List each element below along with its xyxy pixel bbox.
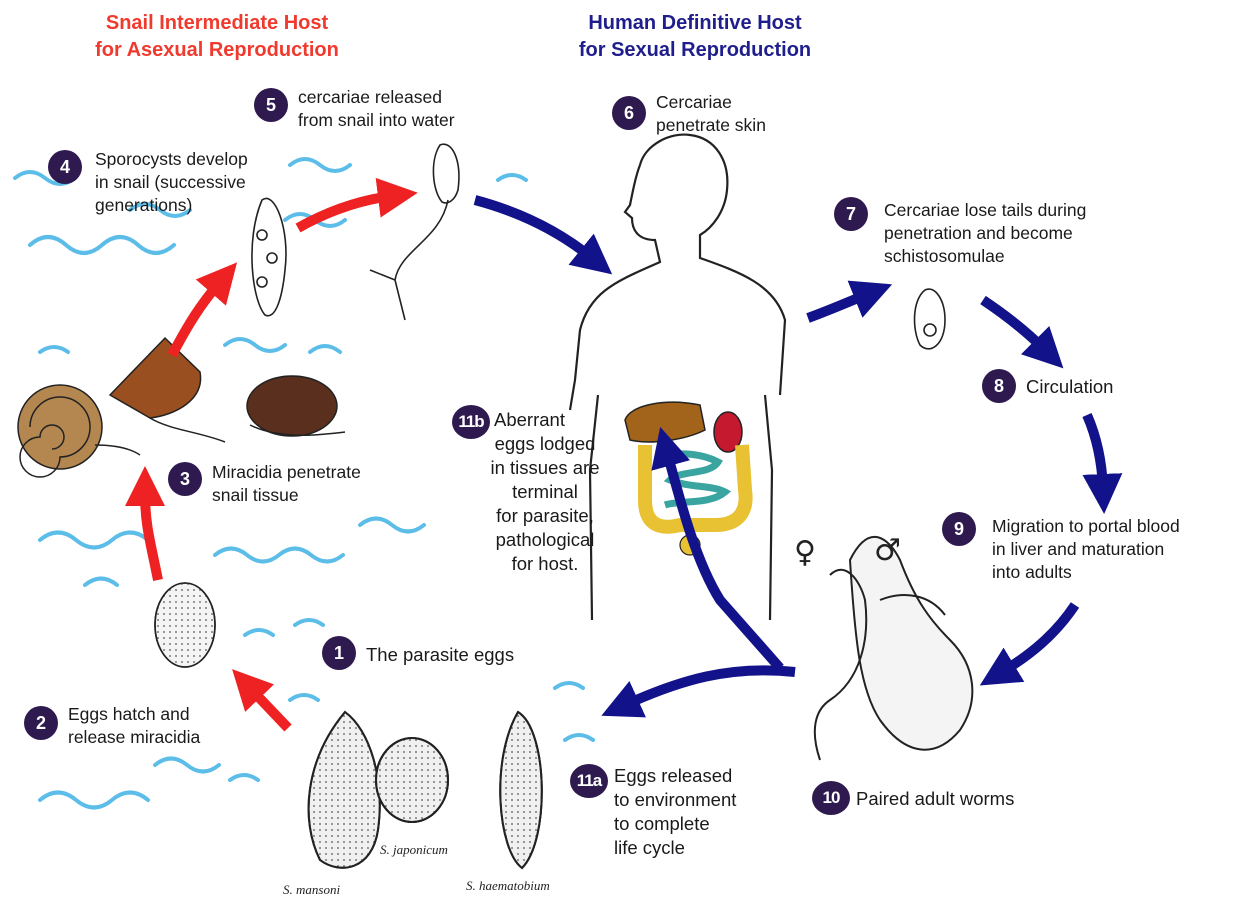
step-9-line: Migration to portal blood (992, 515, 1180, 538)
step-badge-8: 8 (982, 369, 1016, 403)
step-7-line: schistosomulae (884, 245, 1086, 268)
step-11a-line: life cycle (614, 836, 736, 860)
step-11b-line: terminal (470, 480, 620, 504)
species-label-japonicum: S. japonicum (380, 842, 448, 858)
human-host-header: Human Definitive Host for Sexual Reprodu… (530, 10, 860, 64)
step-3-line: Miracidia penetrate (212, 461, 361, 484)
step-6-line: Cercariae (656, 91, 766, 114)
step-label-10: Paired adult worms (856, 787, 1014, 811)
step-badge-11a: 11a (570, 764, 608, 798)
step-label-8: Circulation (1026, 375, 1113, 399)
step-label-7: Cercariae lose tails during penetration … (884, 199, 1086, 268)
step-2-line: release miracidia (68, 726, 200, 749)
step-10-line: Paired adult worms (856, 787, 1014, 811)
step-badge-9: 9 (942, 512, 976, 546)
step-4-line: Sporocysts develop (95, 148, 248, 171)
step-label-1: The parasite eggs (366, 643, 514, 667)
step-badge-2: 2 (24, 706, 58, 740)
step-label-3: Miracidia penetrate snail tissue (212, 461, 361, 507)
step-8-line: Circulation (1026, 375, 1113, 399)
step-badge-5: 5 (254, 88, 288, 122)
species-label-haematobium: S. haematobium (466, 878, 550, 894)
step-badge-1: 1 (322, 636, 356, 670)
species-label-mansoni: S. mansoni (283, 882, 340, 898)
step-11b-line: for host. (470, 552, 620, 576)
step-7-line: Cercariae lose tails during (884, 199, 1086, 222)
step-2-line: Eggs hatch and (68, 703, 200, 726)
step-badge-7: 7 (834, 197, 868, 231)
step-9-line: into adults (992, 561, 1180, 584)
step-11b-line: pathological (470, 528, 620, 552)
step-5-line: cercariae released (298, 86, 455, 109)
step-6-line: penetrate skin (656, 114, 766, 137)
step-label-9: Migration to portal blood in liver and m… (992, 515, 1180, 584)
snail-header-line2: for Asexual Reproduction (52, 37, 382, 64)
step-11b-line: eggs lodged (470, 432, 620, 456)
male-symbol-icon: ♂ (874, 533, 901, 568)
step-5-line: from snail into water (298, 109, 455, 132)
step-label-4: Sporocysts develop in snail (successive … (95, 148, 248, 217)
step-1-line: The parasite eggs (366, 643, 514, 667)
step-label-6: Cercariae penetrate skin (656, 91, 766, 137)
step-4-line: generations) (95, 194, 248, 217)
adult-worms-illustration (815, 537, 973, 760)
step-11b-line: Aberrant (470, 408, 620, 432)
step-badge-3: 3 (168, 462, 202, 496)
female-symbol-icon: ♀ (794, 535, 816, 570)
step-badge-10: 10 (812, 781, 850, 815)
step-3-line: snail tissue (212, 484, 361, 507)
snail-host-header: Snail Intermediate Host for Asexual Repr… (52, 10, 382, 64)
step-4-line: in snail (successive (95, 171, 248, 194)
step-11b-line: for parasite, (470, 504, 620, 528)
step-11a-line: to environment (614, 788, 736, 812)
step-badge-4: 4 (48, 150, 82, 184)
step-9-line: in liver and maturation (992, 538, 1180, 561)
human-header-line2: for Sexual Reproduction (530, 37, 860, 64)
step-badge-6: 6 (612, 96, 646, 130)
step-label-11a: Eggs released to environment to complete… (614, 764, 736, 860)
step-11a-line: to complete (614, 812, 736, 836)
snail-illustrations (18, 338, 345, 477)
snail-header-line1: Snail Intermediate Host (52, 10, 382, 37)
human-header-line1: Human Definitive Host (530, 10, 860, 37)
step-label-5: cercariae released from snail into water (298, 86, 455, 132)
step-label-2: Eggs hatch and release miracidia (68, 703, 200, 749)
step-label-11b: Aberrant eggs lodged in tissues are term… (470, 408, 620, 576)
step-11a-line: Eggs released (614, 764, 736, 788)
step-7-line: penetration and become (884, 222, 1086, 245)
step-11b-line: in tissues are (470, 456, 620, 480)
